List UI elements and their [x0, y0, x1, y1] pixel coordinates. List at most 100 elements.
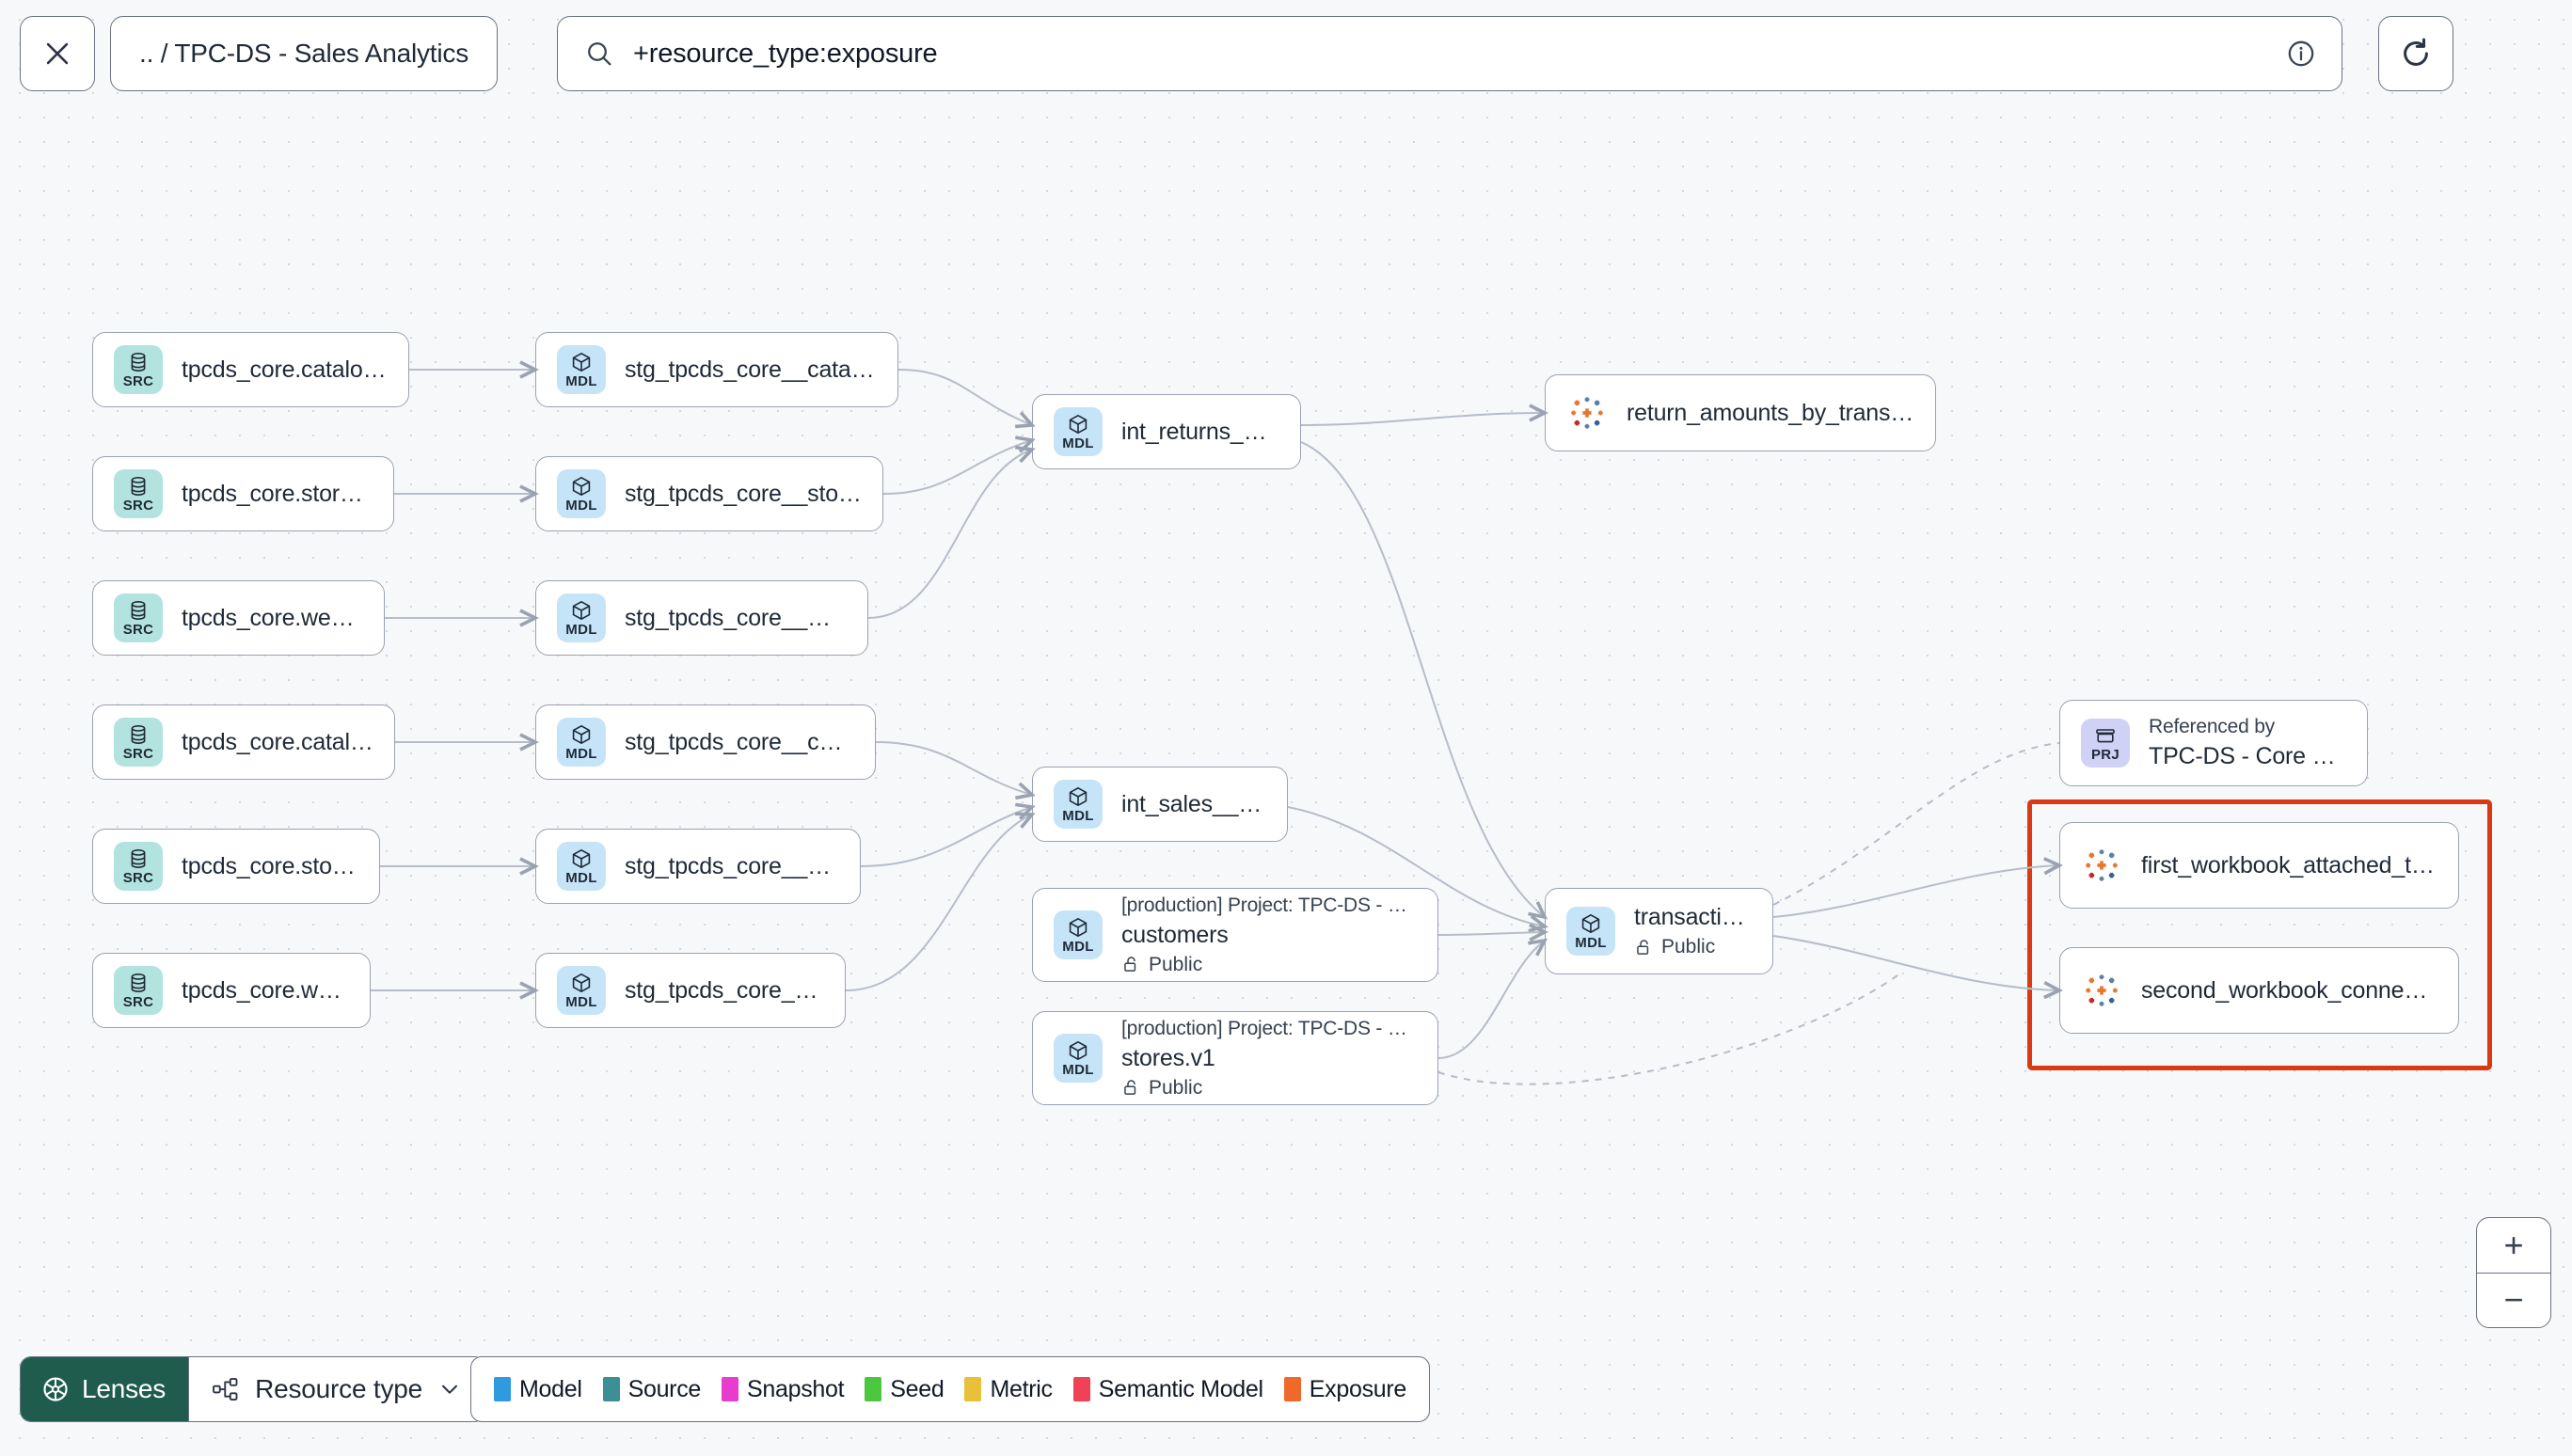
- node-text-stack: stg_tpcds_core__store_returns: [625, 481, 862, 508]
- node-label: tpcds_core.store_returns: [182, 480, 373, 507]
- node-label: stg_tpcds_core__store_sales: [625, 852, 839, 879]
- graph-node-int-returns-unioned[interactable]: MDL int_returns__unioned: [1032, 394, 1301, 469]
- node-type-badge-mdl: MDL: [557, 593, 606, 642]
- node-type-badge-src: SRC: [114, 345, 163, 394]
- node-text-stack: tpcds_core.catalog_sales: [182, 729, 373, 756]
- node-label: tpcds_core.catalog_returns: [182, 356, 388, 383]
- search-info-button[interactable]: [2285, 38, 2317, 70]
- database-icon: [131, 973, 146, 993]
- lenses-label: Lenses: [82, 1374, 167, 1403]
- node-label: second_workbook_connected_to_live…: [2141, 976, 2437, 1004]
- node-text-stack: second_workbook_connected_to_live…: [2141, 977, 2437, 1005]
- legend-item-source[interactable]: Source: [602, 1376, 701, 1403]
- database-icon: [131, 601, 146, 621]
- graph-node-exp-return-amounts[interactable]: return_amounts_by_transaction_type: [1545, 374, 1936, 451]
- graph-node-stg-store-sales[interactable]: MDL stg_tpcds_core__store_sales: [535, 829, 861, 904]
- node-label: transactions: [1634, 904, 1752, 930]
- node-type-badge-mdl: MDL: [1054, 1034, 1103, 1083]
- node-text-stack: tpcds_core.store_returns: [182, 481, 373, 508]
- graph-node-src-catalog-returns[interactable]: SRC tpcds_core.catalog_returns: [92, 332, 409, 407]
- graph-node-stg-web-returns[interactable]: MDL stg_tpcds_core__web_returns: [535, 580, 868, 656]
- legend-label: Seed: [890, 1375, 945, 1402]
- legend-label: Exposure: [1309, 1375, 1407, 1402]
- node-type-badge-label: MDL: [1062, 435, 1094, 451]
- cube-icon: [1069, 918, 1088, 937]
- node-text-stack: stg_tpcds_core__catalog_sales: [625, 729, 854, 756]
- close-button[interactable]: [20, 16, 95, 91]
- node-access-label: Public: [1149, 1076, 1203, 1099]
- legend-swatch: [602, 1377, 620, 1401]
- legend-item-seed[interactable]: Seed: [865, 1375, 945, 1403]
- node-text-stack: stg_tpcds_core__web_sales: [625, 977, 824, 1005]
- graph-node-stg-web-sales[interactable]: MDL stg_tpcds_core__web_sales: [535, 953, 846, 1028]
- lenses-control[interactable]: Lenses Resource type: [20, 1356, 486, 1422]
- zoom-out-button[interactable]: −: [2477, 1274, 2550, 1328]
- cube-icon: [1069, 787, 1088, 806]
- cube-icon: [572, 601, 591, 620]
- node-text-stack: stg_tpcds_core__store_sales: [625, 853, 839, 880]
- info-icon: [2288, 40, 2314, 67]
- refresh-button[interactable]: [2378, 16, 2453, 91]
- node-text-stack: int_returns__unioned: [1121, 419, 1279, 446]
- tableau-exposure-icon: [2086, 974, 2118, 1006]
- breadcrumb[interactable]: .. / TPC-DS - Sales Analytics: [110, 16, 499, 91]
- graph-node-exp-second-workbook[interactable]: second_workbook_connected_to_live…: [2059, 947, 2459, 1034]
- node-label: customers: [1121, 921, 1229, 948]
- search-icon: [588, 42, 611, 66]
- graph-node-mdl-customers[interactable]: MDL[production] Project: TPC-DS - Core D…: [1032, 888, 1438, 982]
- plus-icon: +: [2503, 1225, 2524, 1264]
- chevron-down-icon: [442, 1385, 457, 1394]
- node-type-badge-mdl: MDL: [1566, 907, 1615, 956]
- node-text-stack: stg_tpcds_core__web_returns: [625, 605, 847, 632]
- resource-type-dropdown[interactable]: Resource type: [188, 1357, 485, 1421]
- node-label: stg_tpcds_core__web_sales: [625, 976, 824, 1004]
- legend-item-semantic-model[interactable]: Semantic Model: [1072, 1376, 1263, 1403]
- legend-item-snapshot[interactable]: Snapshot: [722, 1376, 845, 1403]
- node-label: TPC-DS - Core Data Models: [2149, 743, 2346, 769]
- node-type-badge-label: MDL: [565, 870, 597, 886]
- legend-item-model[interactable]: Model: [494, 1376, 582, 1403]
- node-access-level: Public: [1634, 936, 1752, 958]
- graph-node-src-catalog-sales[interactable]: SRC tpcds_core.catalog_sales: [92, 704, 395, 780]
- node-type-badge-label: MDL: [1062, 939, 1094, 955]
- legend-swatch: [964, 1377, 982, 1401]
- node-type-badge-label: MDL: [565, 994, 597, 1010]
- legend-item-exposure[interactable]: Exposure: [1283, 1375, 1407, 1403]
- cube-icon: [572, 477, 591, 496]
- legend-label: Metric: [990, 1375, 1053, 1402]
- cube-icon: [572, 849, 591, 868]
- lenses-button[interactable]: Lenses: [21, 1357, 189, 1421]
- search-bar[interactable]: +resource_type:exposure: [557, 16, 2342, 91]
- node-text-stack: int_sales__unioned: [1121, 791, 1266, 818]
- node-type-badge-src: SRC: [114, 718, 163, 767]
- search-input[interactable]: +resource_type:exposure: [633, 38, 938, 69]
- unlock-icon: [1637, 939, 1649, 955]
- node-access-level: Public: [1121, 1077, 1417, 1100]
- unlock-icon: [1124, 1080, 1136, 1095]
- zoom-controls[interactable]: + −: [2476, 1217, 2551, 1328]
- graph-node-mdl-stores-v1[interactable]: MDL [production] Project: TPC-DS - Core D…: [1032, 1011, 1438, 1105]
- node-text-stack: return_amounts_by_transaction_type: [1627, 400, 1914, 427]
- legend-label: Model: [519, 1375, 582, 1402]
- node-type-badge-label: SRC: [122, 994, 154, 1010]
- cube-icon: [1581, 914, 1600, 933]
- node-type-badge-mdl: MDL: [1054, 910, 1103, 959]
- node-project-path: [production] Project: TPC-DS - Core Data…: [1121, 1017, 1417, 1039]
- zoom-in-button[interactable]: +: [2477, 1218, 2550, 1274]
- cube-icon: [572, 725, 591, 744]
- node-type-badge-label: SRC: [122, 373, 154, 389]
- graph-node-exp-first-workbook[interactable]: first_workbook_attached_to_tpc-ds_-_…: [2059, 822, 2459, 909]
- node-access-level: Public: [1121, 954, 1417, 976]
- legend-item-metric[interactable]: Metric: [964, 1375, 1053, 1403]
